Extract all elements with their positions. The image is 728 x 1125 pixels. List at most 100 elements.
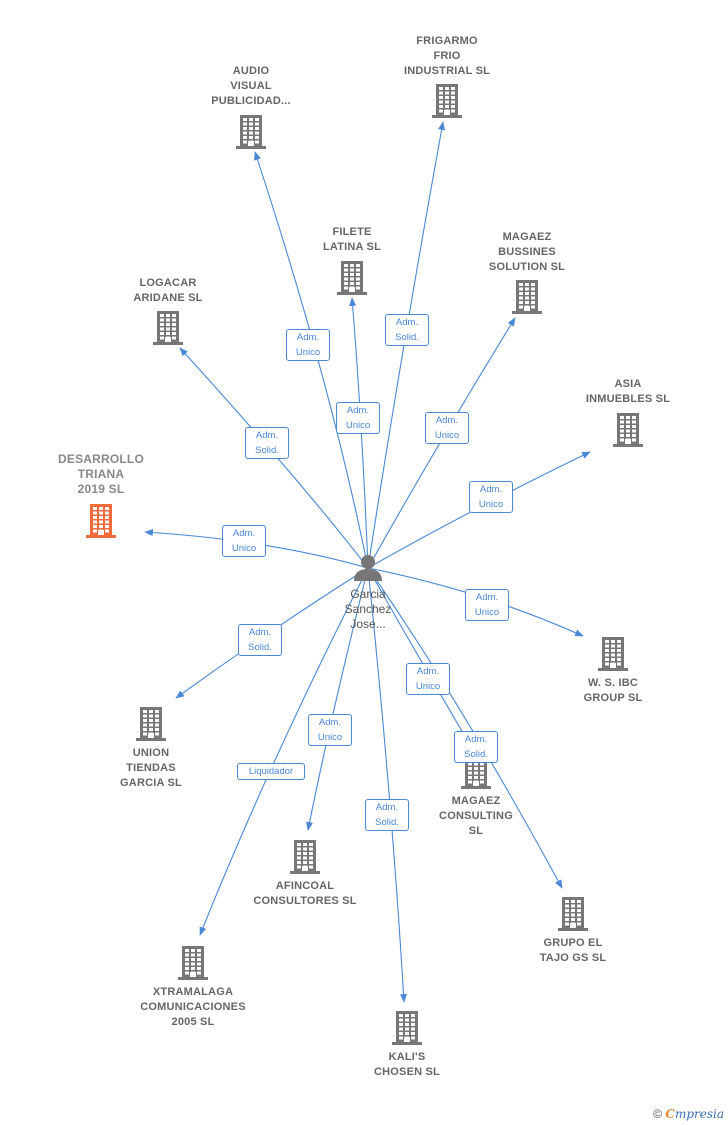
company-label-line: W. S. IBC bbox=[587, 677, 639, 689]
relation-label-line: Adm. bbox=[255, 430, 279, 441]
company-label-ws-ibc[interactable]: W. S. IBC GROUP SL bbox=[548, 676, 678, 706]
building-icon-magaez-bussines[interactable] bbox=[512, 280, 542, 314]
building-icon-union[interactable] bbox=[136, 707, 166, 741]
building-icon-filete[interactable] bbox=[337, 261, 367, 295]
building-icon-frigarmo[interactable] bbox=[432, 84, 462, 118]
relation-label-xtramalaga[interactable]: Liquidador bbox=[237, 762, 305, 780]
relation-label-line: Adm. bbox=[435, 415, 459, 426]
company-label-line: CONSULTORES SL bbox=[253, 895, 357, 907]
relation-label-line: Solid. bbox=[375, 817, 399, 828]
relation-label-ws-ibc[interactable]: Adm.Unico bbox=[465, 589, 509, 621]
relation-label-grupo-el-tajo[interactable]: Adm. Solid. bbox=[454, 731, 498, 763]
company-label-filete[interactable]: FILETE LATINA SL bbox=[287, 225, 417, 255]
company-label-kalis[interactable]: KALI'S CHOSEN SL bbox=[342, 1050, 472, 1080]
relation-edge-grupo-el-tajo bbox=[367, 567, 563, 889]
company-label-line: FILETE bbox=[332, 226, 372, 238]
building-icon-asia[interactable] bbox=[613, 413, 643, 447]
company-label-line: CONSULTING bbox=[439, 810, 513, 822]
company-label-line: CHOSEN SL bbox=[374, 1066, 440, 1078]
brand-footer: © Cmpresia bbox=[653, 1107, 724, 1121]
company-label-afincoal[interactable]: AFINCOAL CONSULTORES SL bbox=[240, 879, 370, 909]
building-icon-logacar[interactable] bbox=[153, 311, 183, 345]
relation-label-line: Adm. bbox=[395, 317, 419, 328]
building-icon-audio[interactable] bbox=[236, 115, 266, 149]
relation-label-line: Adm. bbox=[248, 627, 272, 638]
building-icon-desarrollo[interactable] bbox=[86, 504, 116, 538]
relation-label-line: Solid. bbox=[395, 332, 419, 343]
company-label-line: GRUPO EL bbox=[543, 937, 603, 949]
company-label-line: AFINCOAL bbox=[275, 880, 335, 892]
company-label-line: XTRAMALAGA bbox=[152, 986, 234, 998]
relation-label-line: Adm. bbox=[318, 717, 342, 728]
building-icon-afincoal[interactable] bbox=[290, 840, 320, 874]
relation-label-desarrollo[interactable]: Adm.Unico bbox=[222, 525, 266, 557]
brand-logo-text: mpresia bbox=[674, 1107, 724, 1121]
company-label-line: GARCIA SL bbox=[120, 777, 182, 789]
relation-label-afincoal[interactable]: Adm.Unico bbox=[308, 714, 352, 746]
relation-label-logacar[interactable]: Adm.Solid. bbox=[245, 427, 289, 459]
relation-label-line: Unico bbox=[295, 347, 321, 358]
company-label-line: TAJO GS SL bbox=[539, 952, 607, 964]
person-icon[interactable] bbox=[354, 555, 382, 581]
relation-label-frigarmo[interactable]: Adm. Solid. bbox=[385, 314, 429, 346]
company-label-xtramalaga[interactable]: XTRAMALAGA COMUNICACIONES 2005 SL bbox=[128, 985, 258, 1030]
company-label-line: COMUNICACIONES bbox=[140, 1001, 246, 1013]
building-icon-ws-ibc[interactable] bbox=[598, 637, 628, 671]
company-label-line: ARIDANE SL bbox=[133, 292, 203, 304]
relation-edge-frigarmo bbox=[367, 121, 446, 569]
relation-label-asia[interactable]: Adm.Unico bbox=[469, 481, 513, 513]
relation-label-magaez-bussines[interactable]: Adm. Unico bbox=[425, 412, 469, 444]
company-label-line: SL bbox=[468, 825, 484, 837]
relation-label-line: Adm. bbox=[464, 734, 488, 745]
company-label-line: 2005 SL bbox=[171, 1016, 215, 1028]
company-label-line: KALI'S bbox=[388, 1051, 426, 1063]
company-label-line: FRIGARMO bbox=[416, 35, 478, 47]
relation-label-line: Unico bbox=[415, 681, 441, 692]
relation-label-line: Adm. bbox=[346, 405, 370, 416]
relation-label-line: Adm. bbox=[375, 802, 399, 813]
relation-label-filete[interactable]: Adm. Unico bbox=[336, 402, 380, 434]
company-label-line: LATINA SL bbox=[322, 241, 381, 253]
relation-label-line: Solid. bbox=[248, 642, 272, 653]
company-label-line: PUBLICIDAD... bbox=[211, 95, 291, 107]
relation-label-kalis[interactable]: Adm. Solid. bbox=[365, 799, 409, 831]
person-name-line: Sanchez bbox=[344, 602, 392, 616]
copyright-symbol: © bbox=[653, 1107, 663, 1121]
relation-label-audio[interactable]: Adm. Unico bbox=[286, 329, 330, 361]
relation-edge-audio bbox=[254, 151, 369, 569]
relation-label-union[interactable]: Adm. Solid. bbox=[238, 624, 282, 656]
relation-label-line: Solid. bbox=[464, 749, 488, 760]
relation-label-line: Adm. bbox=[479, 484, 503, 495]
relation-label-line: Adm. bbox=[232, 528, 256, 539]
relation-edge-kalis bbox=[367, 567, 408, 1003]
relation-label-line: Unico bbox=[474, 607, 500, 618]
company-label-union[interactable]: UNION TIENDAS GARCIA SL bbox=[86, 746, 216, 791]
company-label-grupo-el-tajo[interactable]: GRUPO EL TAJO GS SL bbox=[508, 936, 638, 966]
relation-label-line: Unico bbox=[434, 430, 460, 441]
company-label-line: TIENDAS bbox=[126, 762, 176, 774]
person-name-line: Garcia bbox=[350, 587, 386, 601]
building-icon-grupo-el-tajo[interactable] bbox=[558, 897, 588, 931]
relation-label-line: Adm. bbox=[296, 332, 320, 343]
company-label-line: GROUP SL bbox=[583, 692, 643, 704]
company-label-line: UNION bbox=[132, 747, 170, 759]
company-label-line: VISUAL bbox=[230, 80, 272, 92]
relation-label-line: Unico bbox=[345, 420, 371, 431]
building-icon-kalis[interactable] bbox=[392, 1011, 422, 1045]
relation-label-magaez-consulting[interactable]: Adm.Unico bbox=[406, 663, 450, 695]
company-label-line: 2019 SL bbox=[77, 482, 125, 496]
building-icon-xtramalaga[interactable] bbox=[178, 946, 208, 980]
relation-label-line: Liquidador bbox=[248, 765, 294, 777]
company-label-line: BUSSINES bbox=[498, 246, 556, 258]
relation-edge-logacar bbox=[179, 347, 369, 569]
relation-edge-afincoal bbox=[306, 567, 369, 831]
